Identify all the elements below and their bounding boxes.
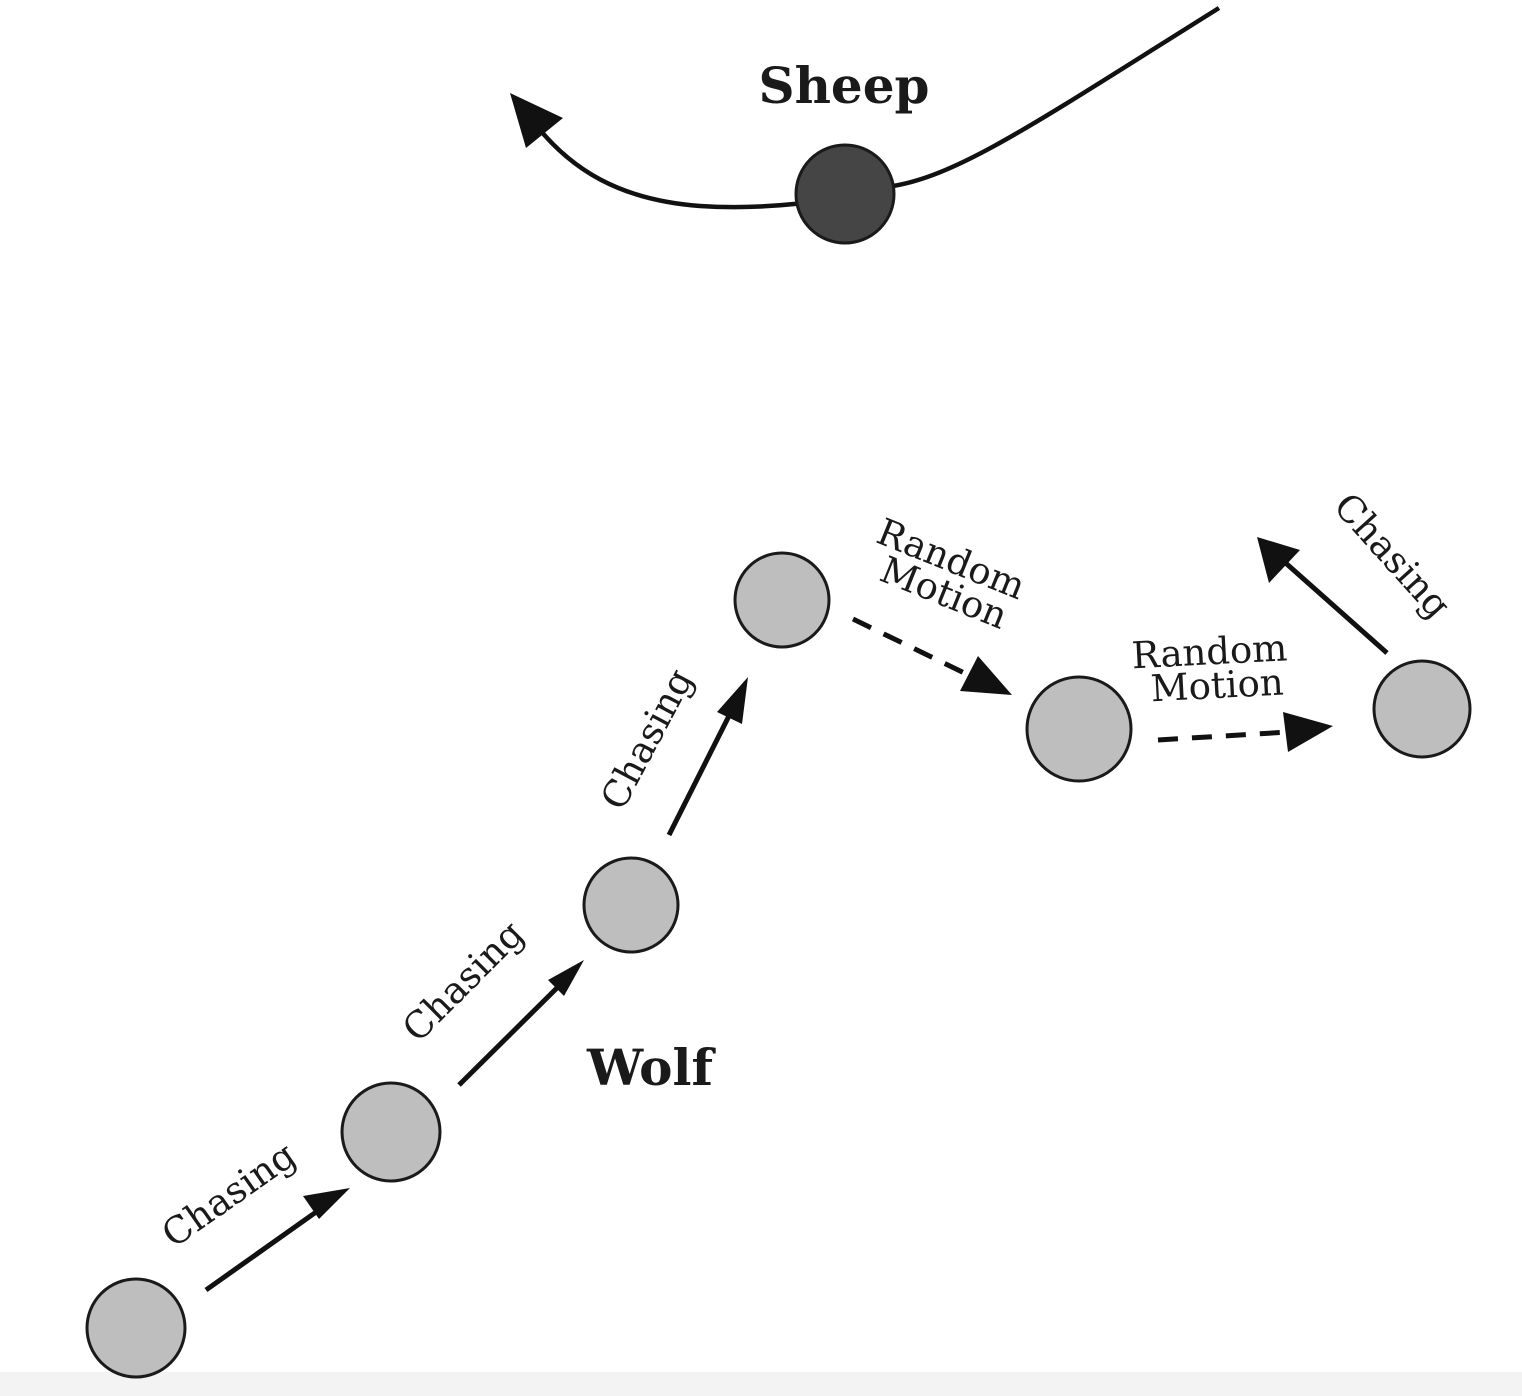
transition-3-arrow-line [666, 698, 740, 837]
transition-2-arrowhead [548, 960, 584, 996]
transition-5-arrowhead [1283, 712, 1333, 752]
transition-4-arrowhead [960, 656, 1012, 695]
wolf-position-3 [582, 856, 680, 954]
sheep-dot [794, 143, 896, 245]
transition-6-label: Chasing [1325, 485, 1459, 627]
wolf-position-2 [340, 1081, 442, 1183]
transition-4-arrow-line [851, 616, 987, 686]
wolf-position-6 [1372, 659, 1472, 759]
transition-3-label-line-1: Chasing [592, 662, 702, 817]
transition-2-arrow-line [457, 978, 567, 1087]
transition-5-label-line-1: Random [1131, 626, 1289, 677]
transition-6-arrow-line [1278, 556, 1389, 655]
wolf-position-1 [85, 1277, 187, 1379]
wolf-position-4 [733, 551, 831, 649]
transition-1-arrow-line [204, 1202, 328, 1293]
transition-3-label: Chasing [592, 662, 702, 817]
sheep-trajectory-arrowhead [510, 93, 563, 148]
transition-4-label: Random Motion [858, 510, 1042, 644]
bottom-shade [0, 1372, 1522, 1396]
wolf-position-5 [1025, 675, 1133, 783]
transition-5-label: Random Motion [1131, 626, 1302, 712]
transition-1-arrowhead [303, 1188, 350, 1219]
transition-6-label-line-1: Chasing [1325, 485, 1459, 627]
wolf-label: Wolf [586, 1038, 716, 1097]
transition-5-arrow-line [1157, 728, 1306, 743]
transition-5-label-line-2: Motion [1150, 661, 1285, 711]
transition-6-arrowhead [1257, 537, 1300, 583]
sheep-label: Sheep [758, 56, 929, 115]
transition-3-arrowhead [717, 677, 748, 724]
